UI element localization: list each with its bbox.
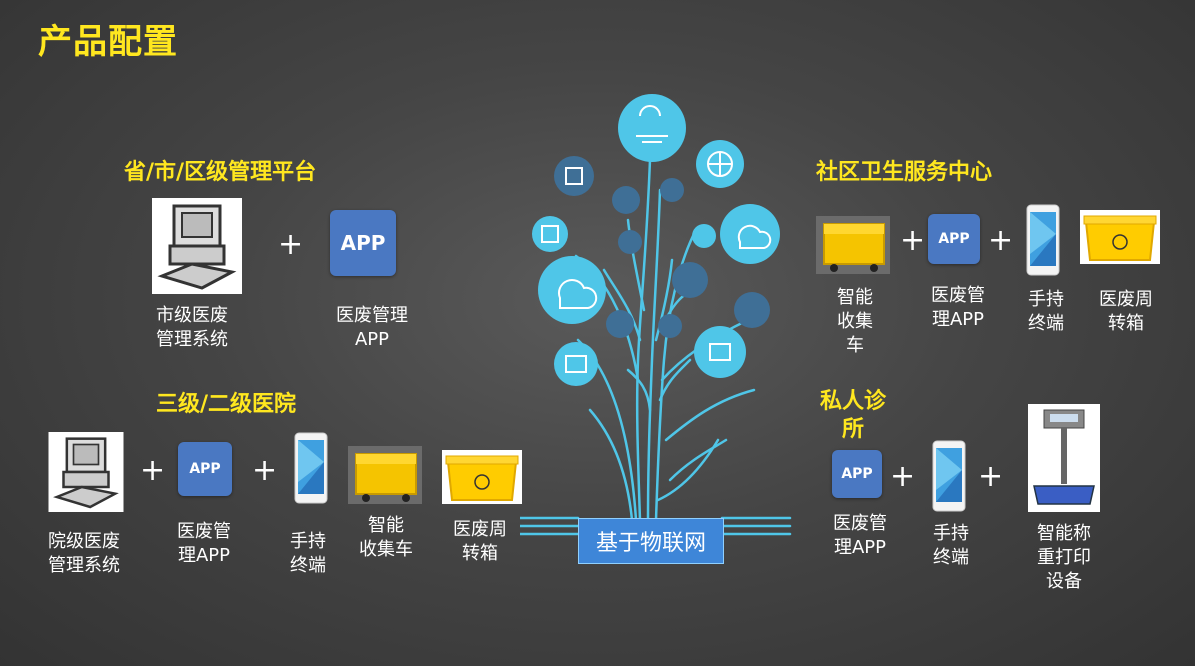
computer-icon bbox=[48, 432, 124, 512]
smart-collection-cart-icon bbox=[816, 216, 890, 274]
computer-icon bbox=[152, 198, 242, 294]
item-label: 智能 收集车 bbox=[359, 515, 413, 560]
handheld-terminal-icon bbox=[932, 440, 966, 512]
page-title: 产品配置 bbox=[38, 22, 178, 62]
plus-sign: + bbox=[978, 459, 1004, 494]
app-tile: APP bbox=[178, 442, 232, 496]
medical-waste-box-icon bbox=[1080, 210, 1160, 264]
medical-waste-box-icon bbox=[442, 450, 522, 504]
app-tile: APP bbox=[928, 214, 980, 264]
item-label: 医废管理 APP bbox=[336, 305, 408, 350]
item-label: 医废周 转箱 bbox=[453, 519, 507, 564]
app-tile: APP bbox=[330, 210, 396, 276]
plus-sign: + bbox=[890, 459, 916, 494]
item-label: 医废周 转箱 bbox=[1099, 289, 1153, 334]
item-label: 医废管 理APP bbox=[833, 513, 887, 558]
hospital-section-title: 三级/二级医院 bbox=[156, 392, 297, 417]
iot-tree-graphic bbox=[520, 94, 792, 536]
plus-sign: + bbox=[140, 453, 166, 488]
item-label: 智能称 重打印 设备 bbox=[1037, 523, 1091, 592]
provincial-section-title: 省/市/区级管理平台 bbox=[124, 160, 317, 185]
item-label: 手持 终端 bbox=[933, 523, 969, 568]
item-label: 医废管 理APP bbox=[177, 521, 231, 566]
app-tile: APP bbox=[832, 450, 882, 498]
handheld-terminal-icon bbox=[1026, 204, 1060, 276]
handheld-terminal-icon bbox=[294, 432, 328, 504]
plus-sign: + bbox=[252, 453, 278, 488]
item-label: 手持 终端 bbox=[1028, 289, 1064, 334]
clinic-section-title: 私人诊 所 bbox=[820, 389, 887, 442]
plus-sign: + bbox=[900, 223, 926, 258]
item-label: 医废管 理APP bbox=[931, 285, 985, 330]
cloud-icon bbox=[636, 105, 668, 143]
community-section-title: 社区卫生服务中心 bbox=[816, 160, 993, 185]
weighing-printer-icon bbox=[1028, 404, 1100, 512]
item-label: 智能 收集 车 bbox=[837, 287, 873, 356]
item-label: 手持 终端 bbox=[290, 531, 326, 576]
plus-sign: + bbox=[988, 223, 1014, 258]
item-label: 院级医废 管理系统 bbox=[48, 531, 120, 576]
plus-sign: + bbox=[278, 227, 304, 262]
item-label: 市级医废 管理系统 bbox=[156, 305, 228, 350]
smart-collection-cart-icon bbox=[348, 446, 422, 504]
iot-label-bar: 基于物联网 bbox=[578, 518, 724, 564]
